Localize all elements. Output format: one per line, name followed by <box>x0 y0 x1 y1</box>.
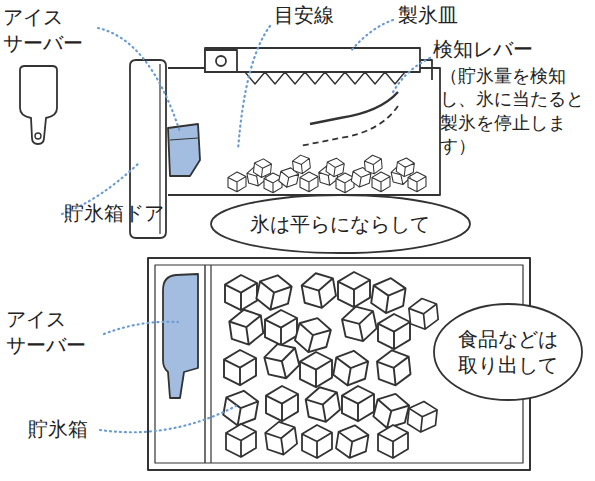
speech-bubble: 食品などは 取り出して <box>433 303 583 401</box>
part-label: （貯氷量を検知し、氷に当たると製氷を停止します） <box>440 64 590 158</box>
part-label: 目安線 <box>274 2 334 28</box>
bubble-outline <box>433 303 583 401</box>
part-label: アイス サーバー <box>6 306 86 358</box>
part-label: 貯氷箱 <box>28 416 88 442</box>
part-label: アイス サーバー <box>3 4 83 56</box>
part-label: 製氷皿 <box>398 2 458 28</box>
bubble-text: 氷は平らにならして <box>250 211 430 237</box>
part-label: 貯氷箱ドア <box>64 200 164 226</box>
ice-pile <box>228 154 426 193</box>
part-label: 検知レバー <box>433 36 533 62</box>
speech-bubble: 氷は平らにならして <box>210 194 471 254</box>
bubble-text: 食品などは 取り出して <box>458 326 558 378</box>
scoop-icon <box>20 66 57 144</box>
ice-cubes <box>222 270 439 460</box>
